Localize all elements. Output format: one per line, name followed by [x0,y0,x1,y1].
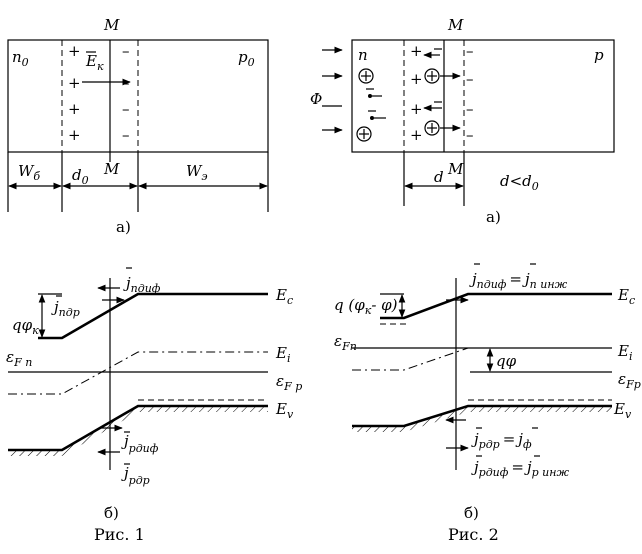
label-M: M [103,160,120,178]
label-jpdr: jpдр [121,464,150,487]
label-qphi: qφ [496,352,517,370]
caption-fig1: Рис. 1 [94,525,145,544]
label-Ev: Ev [275,400,294,421]
hole-circle [424,120,440,136]
fig1a-M-top: M [103,16,120,34]
label-d: d [434,168,444,186]
label-EFp: εF p [276,372,302,393]
label-EFn: εF n [6,348,32,369]
label-qphik: qφк [12,316,39,337]
label-a: а) [486,208,501,226]
hole-circle [356,126,372,142]
minus-charge: – [122,100,130,118]
fig1b-band-diagram: Ec Ei εF n εF p Ev qφк jnдиф jnдр jpдиф … [6,267,302,544]
Ec-line [380,292,612,320]
plus-charge: + [410,126,423,144]
fig2a-p: p [594,46,604,64]
fig2a-M-top: M [447,16,464,34]
Ev-hatch [8,450,62,456]
label-We: Wэ [186,162,208,183]
label-q-barrier: q (φк- φ) [334,296,398,317]
minus-charge: – [466,42,474,60]
Ei-line [352,347,612,371]
plus-charge: + [410,70,423,88]
label-d0: d0 [72,166,89,187]
minus-charge: – [466,100,474,118]
field-Ek: Eк [85,52,104,73]
flux-Phi: Φ [310,90,322,108]
label-b: б) [104,504,119,522]
label-Ec: Ec [617,286,635,307]
label-jpdif: jpдиф [121,432,159,455]
label-a: а) [116,218,131,236]
plus-charge: + [410,42,423,60]
fig1a-junction: M n0 p0 + + + + – – – – Eк Wб d0 M Wэ а) [7,16,269,236]
plus-charge: + [68,42,81,60]
minus-charge: – [122,74,130,92]
label-EFp: εFp [618,370,641,391]
label-jndif: jnдиф [123,274,161,295]
label-d-cond: d<d0 [500,172,539,193]
Ev-hatch [468,406,612,412]
label-Ei: Ei [275,344,290,365]
Ev-hatch [62,406,138,456]
hole-circle [424,68,440,84]
electron-dot [370,116,374,120]
Ev-hatch [138,406,268,412]
fig1a-n0: n0 [12,48,29,69]
Ev-hatch [352,426,404,432]
Ev-hatch [404,406,468,432]
minus-charge: – [122,42,130,60]
electron-dot [368,94,372,98]
plus-charge: + [68,100,81,118]
fig2a-crystal [351,39,615,153]
caption-fig2: Рис. 2 [448,525,499,544]
Ec-line [38,292,268,340]
minus-charge: – [122,126,130,144]
label-M: M [447,160,464,178]
fig2a-junction: M n p Φ + + + + – – – – [310,16,615,226]
Ei-line [8,351,268,395]
fig2b-band-diagram: Ec q (φк- φ) εFn Ei εFp qφ Ev jnдиф=jn и… [334,263,641,544]
label-Ei: Ei [617,342,632,363]
plus-charge: + [68,126,81,144]
plus-charge: + [410,100,423,118]
label-jpdif-eq: jpдиф=jp инж [471,458,569,479]
label-Ec: Ec [275,286,293,307]
label-EFn: εFn [334,332,357,353]
fig1a-p0: p0 [238,48,255,69]
minus-charge: – [466,126,474,144]
label-Wb: Wб [18,162,40,183]
label-jpdr-eq: jpдр=jф [471,430,532,451]
label-Ev: Ev [613,400,632,421]
plus-charge: + [68,74,81,92]
fig2a-n: n [358,46,368,64]
label-b: б) [464,504,479,522]
hole-circle [358,68,374,84]
label-jndr: jnдр [51,298,80,319]
minus-charge: – [466,70,474,88]
label-jndif-eq: jnдиф=jn инж [469,270,568,291]
